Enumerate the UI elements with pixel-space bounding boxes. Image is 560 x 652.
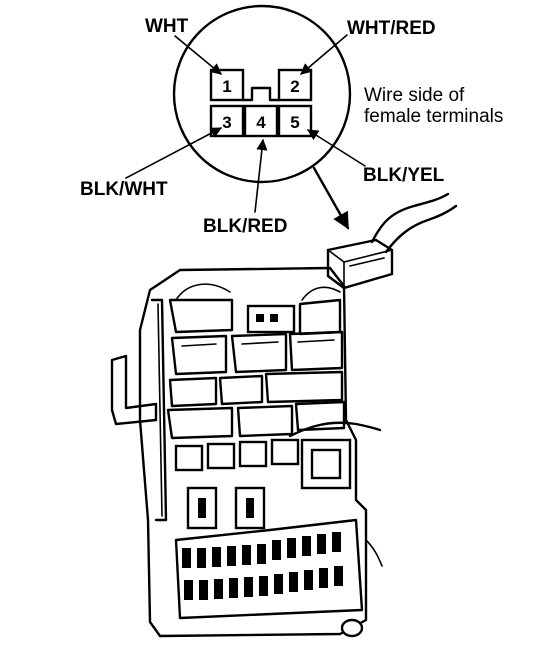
relay-5c (238, 440, 268, 468)
relay-1b (298, 298, 342, 336)
fuse (182, 548, 191, 568)
detail-circle (172, 4, 352, 184)
relay-5a (174, 444, 204, 472)
fuse-relay-box (110, 266, 383, 638)
fuse (184, 580, 193, 600)
fuse (197, 548, 206, 568)
note-line-2: female terminals (364, 106, 503, 127)
leader-wht (174, 35, 222, 75)
relay-row-6 (186, 486, 266, 530)
relay-row-3 (168, 370, 344, 408)
label-blk-red: BLK/RED (203, 216, 287, 237)
fuse-blade-a-slot (198, 498, 206, 518)
pin-1-number: 1 (222, 77, 231, 96)
fuse-blade-b-slot (246, 498, 254, 518)
label-blk-yel: BLK/YEL (363, 165, 445, 186)
fuse (212, 547, 221, 567)
fuse-box-housing (138, 266, 368, 638)
fuse (334, 566, 343, 586)
connector-face: 1 2 3 4 5 (209, 68, 313, 138)
pin-2-number: 2 (290, 77, 299, 96)
relay-1a (168, 298, 234, 334)
mounting-tab (340, 618, 364, 638)
socket-pin-a (256, 314, 264, 322)
relay-2a (170, 334, 228, 376)
connector-lock-tab (241, 86, 281, 102)
fuse (214, 579, 223, 599)
fuse (302, 536, 311, 556)
fuse-block-outline (174, 518, 364, 620)
relay-4c (294, 400, 346, 432)
relay-3a (168, 376, 218, 408)
fuse (332, 532, 341, 552)
harness-wire-upper (370, 192, 450, 244)
wire-labels: WHT WHT/RED BLK/WHT BLK/RED BLK/YEL Wire… (80, 16, 503, 237)
note-line-1: Wire side of (364, 85, 465, 106)
fuse-row-lower (184, 566, 343, 600)
relay-1b-cap (301, 286, 341, 301)
pin-4-number: 4 (256, 113, 266, 132)
fuse-row-upper (182, 532, 341, 568)
fuse (227, 546, 236, 566)
relay-5b (206, 442, 236, 470)
harness-wire-lower (384, 204, 458, 254)
relay-2b (230, 332, 288, 374)
harness-connector-slot (349, 257, 385, 267)
relay-1a-cap (175, 283, 231, 301)
fuse (229, 578, 238, 598)
pin-5-cavity (277, 104, 313, 138)
relay-4a (166, 406, 234, 440)
pin-5-number: 5 (290, 113, 299, 132)
socket-pin-b (270, 314, 278, 322)
pin-4-cavity (243, 104, 279, 138)
leader-wht-red (300, 34, 348, 75)
leader-blk-wht (125, 127, 222, 179)
relay-2c (288, 330, 344, 372)
relay-row-1 (168, 283, 342, 336)
label-wht: WHT (145, 16, 189, 37)
label-blk-wht: BLK/WHT (80, 179, 168, 200)
detail-pointer-arrow (312, 166, 350, 230)
fuse (259, 576, 268, 596)
pin-1-cavity (209, 68, 245, 102)
fuse (242, 545, 251, 565)
fuse (304, 570, 313, 590)
relay-row-2 (170, 330, 344, 376)
relay-row-4 (166, 400, 346, 440)
leader-blk-red (254, 138, 268, 213)
fuse (287, 538, 296, 558)
relay-row-5 (174, 438, 352, 490)
right-wire (365, 539, 383, 567)
relay-5d (270, 438, 300, 466)
fuse (289, 572, 298, 592)
pin-3-number: 3 (222, 113, 231, 132)
relay-3b (218, 374, 264, 406)
leader-blk-yel (307, 129, 366, 167)
fuse-block (174, 518, 364, 620)
fuse (274, 574, 283, 594)
fuse (199, 580, 208, 600)
left-rail-inner (157, 303, 163, 517)
fuse (319, 568, 328, 588)
label-wht-red: WHT/RED (347, 18, 436, 39)
fuse (257, 544, 266, 564)
fuse (272, 540, 281, 560)
wire-into-box (288, 421, 382, 438)
mounting-bracket (110, 354, 158, 426)
harness-connector (326, 192, 458, 290)
relay-3c (264, 370, 344, 404)
relay-large-face (310, 448, 342, 480)
pin-2-cavity (277, 68, 313, 102)
fuse (317, 534, 326, 554)
fuse (244, 577, 253, 597)
left-rail (150, 298, 168, 522)
relay-4b (236, 404, 294, 438)
relay-2-shadow (181, 339, 335, 347)
